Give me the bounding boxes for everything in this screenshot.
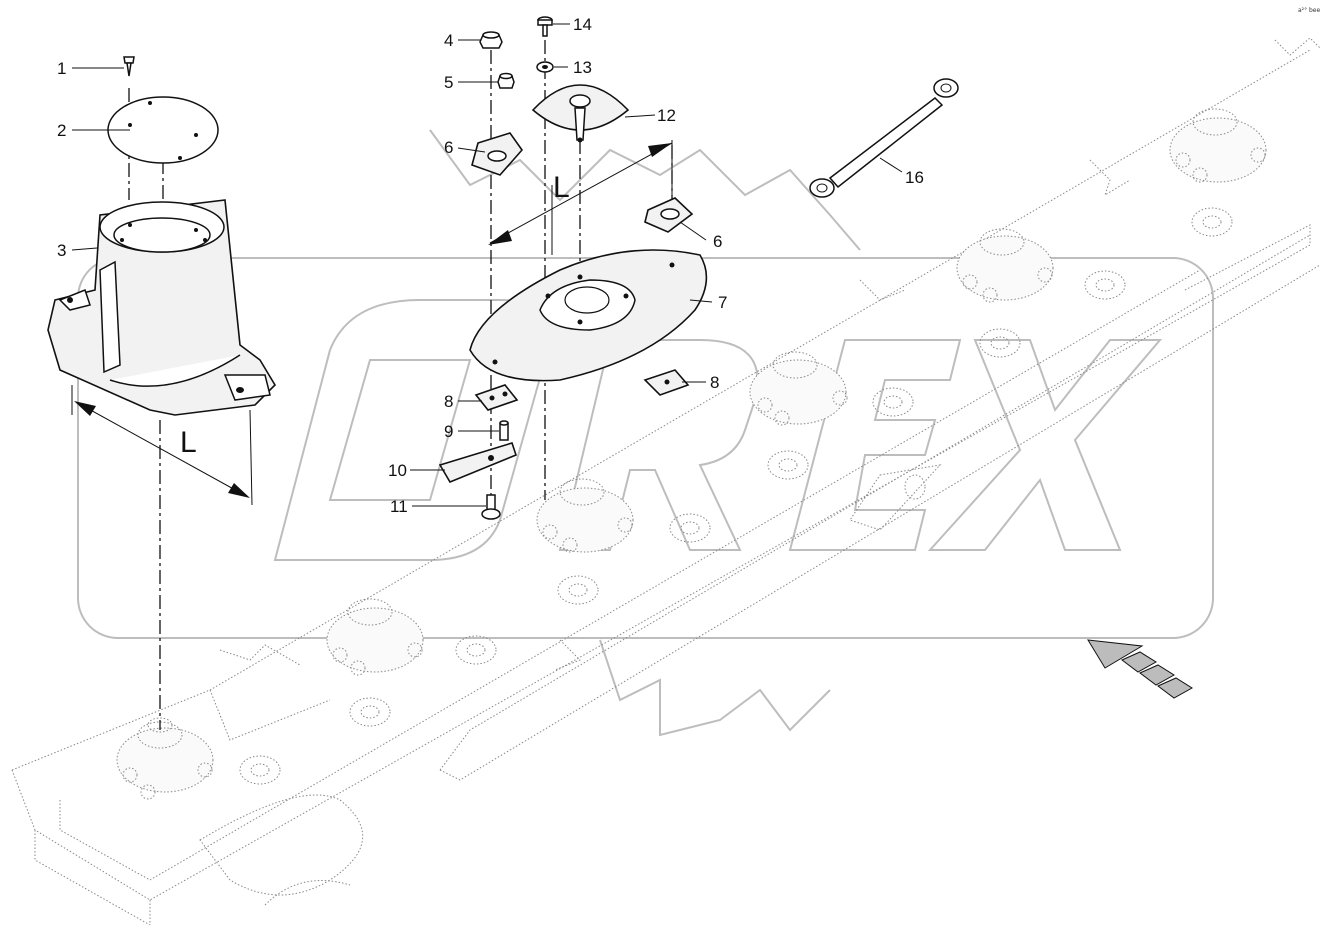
housing-2: [326, 598, 424, 676]
part-8-plate-b: [643, 369, 690, 396]
dimension-L-left: [71, 385, 253, 506]
direction-arrow: [1087, 639, 1193, 699]
callout-9: 9: [444, 422, 454, 441]
callout-5: 5: [444, 73, 454, 92]
callout-10: 10: [388, 461, 407, 480]
drum-housings: [116, 108, 1267, 800]
corner-mark: a²° bee: [1298, 7, 1321, 14]
callout-11: 11: [390, 497, 408, 516]
dimension-label-left: L: [180, 426, 197, 459]
part-5-nut: [497, 72, 515, 89]
dimension-L-right: [488, 140, 673, 255]
housing-5: [956, 228, 1054, 303]
housing-1: [116, 717, 214, 800]
part-4-nut: [479, 31, 503, 49]
part-6-holder-a: [471, 132, 524, 176]
callout-14: 14: [573, 15, 592, 34]
housing-6: [1169, 108, 1267, 183]
housing-4: [749, 351, 848, 426]
callout-2: 2: [57, 121, 67, 140]
bearing-rings: [239, 207, 1233, 785]
part-14-bolt: [537, 16, 553, 37]
part-1-screw: [123, 56, 135, 77]
part-13-washer: [536, 61, 554, 73]
leader-lines: [71, 23, 903, 507]
part-7-disc: [469, 249, 708, 382]
callout-12: 12: [657, 106, 676, 125]
part-11-bolt: [481, 494, 501, 520]
part-16-spanner: [809, 78, 959, 198]
callout-16: 16: [905, 168, 924, 187]
callout-4: 4: [444, 31, 454, 50]
part-3-drum-cover: [47, 199, 277, 416]
callout-8b: 8: [710, 373, 720, 392]
part-10-blade: [438, 442, 517, 484]
part-8-plate-a: [474, 384, 519, 411]
callout-8a: 8: [444, 392, 454, 411]
part-9-pin: [499, 420, 509, 441]
housing-3: [536, 478, 634, 553]
dimension-label-right: L: [553, 171, 570, 204]
part-12-dome: [531, 84, 630, 143]
callout-6a: 6: [444, 138, 454, 157]
callout-1: 1: [57, 59, 67, 78]
callout-3: 3: [57, 241, 67, 260]
callout-6b: 6: [713, 232, 723, 251]
callout-13: 13: [573, 58, 592, 77]
part-6-holder-b: [644, 197, 694, 233]
callout-7: 7: [718, 293, 728, 312]
cutter-bar: [11, 37, 1321, 925]
